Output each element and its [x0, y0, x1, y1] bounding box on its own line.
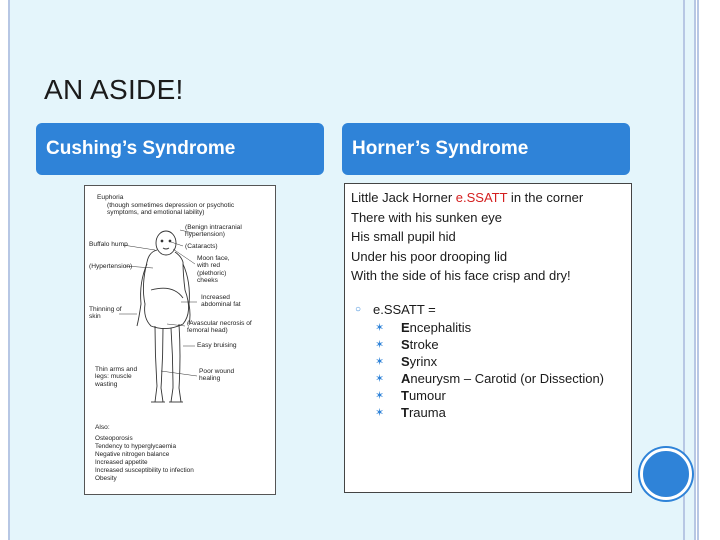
bullet-icon: ✶	[375, 406, 401, 419]
label-euphoria: Euphoria	[97, 194, 123, 201]
also-list: Osteoporosis Tendency to hyperglycaemia …	[95, 435, 194, 483]
label-also: Also:	[95, 424, 110, 431]
label-cataracts: (Cataracts)	[185, 243, 218, 250]
also-item: Tendency to hyperglycaemia	[95, 443, 194, 451]
mnemonic-word: rauma	[409, 405, 446, 420]
poem-text: Little Jack Horner	[351, 190, 456, 205]
horners-header: Horner’s Syndrome	[342, 123, 630, 175]
label-thin-arms: Thin arms and legs: muscle wasting	[95, 366, 151, 388]
also-item: Osteoporosis	[95, 435, 194, 443]
horners-content: Little Jack Horner e.SSATT in the corner…	[344, 183, 632, 493]
mnemonic-word: troke	[410, 337, 439, 352]
poem-line-4: Under his poor drooping lid	[351, 247, 631, 267]
poem-line-2: There with his sunken eye	[351, 208, 631, 228]
label-easy-bruising: Easy bruising	[197, 342, 237, 349]
mnemonic-letter: S	[401, 337, 410, 352]
mnemonic-word: ncephalitis	[410, 320, 471, 335]
poem-text: in the corner	[507, 190, 583, 205]
bullet-icon: ✶	[375, 321, 401, 334]
also-item: Negative nitrogen balance	[95, 451, 194, 459]
bullet-icon: ✶	[375, 372, 401, 385]
bullet-text: e.SSATT =	[373, 302, 436, 317]
label-hypertension: (Hypertension)	[89, 263, 132, 270]
poem-line-5: With the side of his face crisp and dry!	[351, 266, 631, 286]
mnemonic-letter: T	[401, 388, 409, 403]
circle-bullet-icon: ○	[355, 304, 361, 315]
label-wound-healing: Poor wound healing	[199, 368, 245, 383]
also-item: Obesity	[95, 475, 194, 483]
cushings-figure: Euphoria (though sometimes depression or…	[84, 185, 276, 495]
also-item: Increased susceptibility to infection	[95, 467, 194, 475]
bullet-icon: ✶	[375, 389, 401, 402]
also-item: Increased appetite	[95, 459, 194, 467]
label-euphoria-note: (though sometimes depression or psychoti…	[107, 202, 267, 217]
mnemonic-letter: T	[401, 405, 409, 420]
bullet-icon: ✶	[375, 355, 401, 368]
mnemonic-letter: E	[401, 320, 410, 335]
label-abdominal-fat: Increased abdominal fat	[201, 294, 245, 309]
mnemonic-highlight: e.SSATT	[456, 190, 508, 205]
mnemonic-letter: A	[401, 371, 410, 386]
mnemonic-word: yrinx	[410, 354, 437, 369]
label-moon-face: Moon face, with red (plethoric) cheeks	[197, 255, 243, 285]
poem-line-3: His small pupil hid	[351, 227, 631, 247]
frame-line	[697, 0, 699, 540]
label-thinning: Thinning of skin	[89, 306, 123, 321]
mnemonic-word: umour	[409, 388, 446, 403]
bullet-icon: ✶	[375, 338, 401, 351]
mnemonic-letter: S	[401, 354, 410, 369]
poem-line-1: Little Jack Horner e.SSATT in the corner	[351, 188, 631, 208]
label-benign-hypertension: (Benign intracranial hypertension)	[185, 224, 253, 239]
slide-title: AN ASIDE!	[44, 74, 184, 106]
decorative-circle	[640, 448, 692, 500]
mnemonic-word: neurysm – Carotid (or Dissection)	[410, 371, 604, 386]
label-avascular-necrosis: (Avascular necrosis of femoral head)	[187, 320, 253, 335]
cushings-header: Cushing’s Syndrome	[36, 123, 324, 175]
label-buffalo-hump: Buffalo hump	[89, 241, 128, 248]
